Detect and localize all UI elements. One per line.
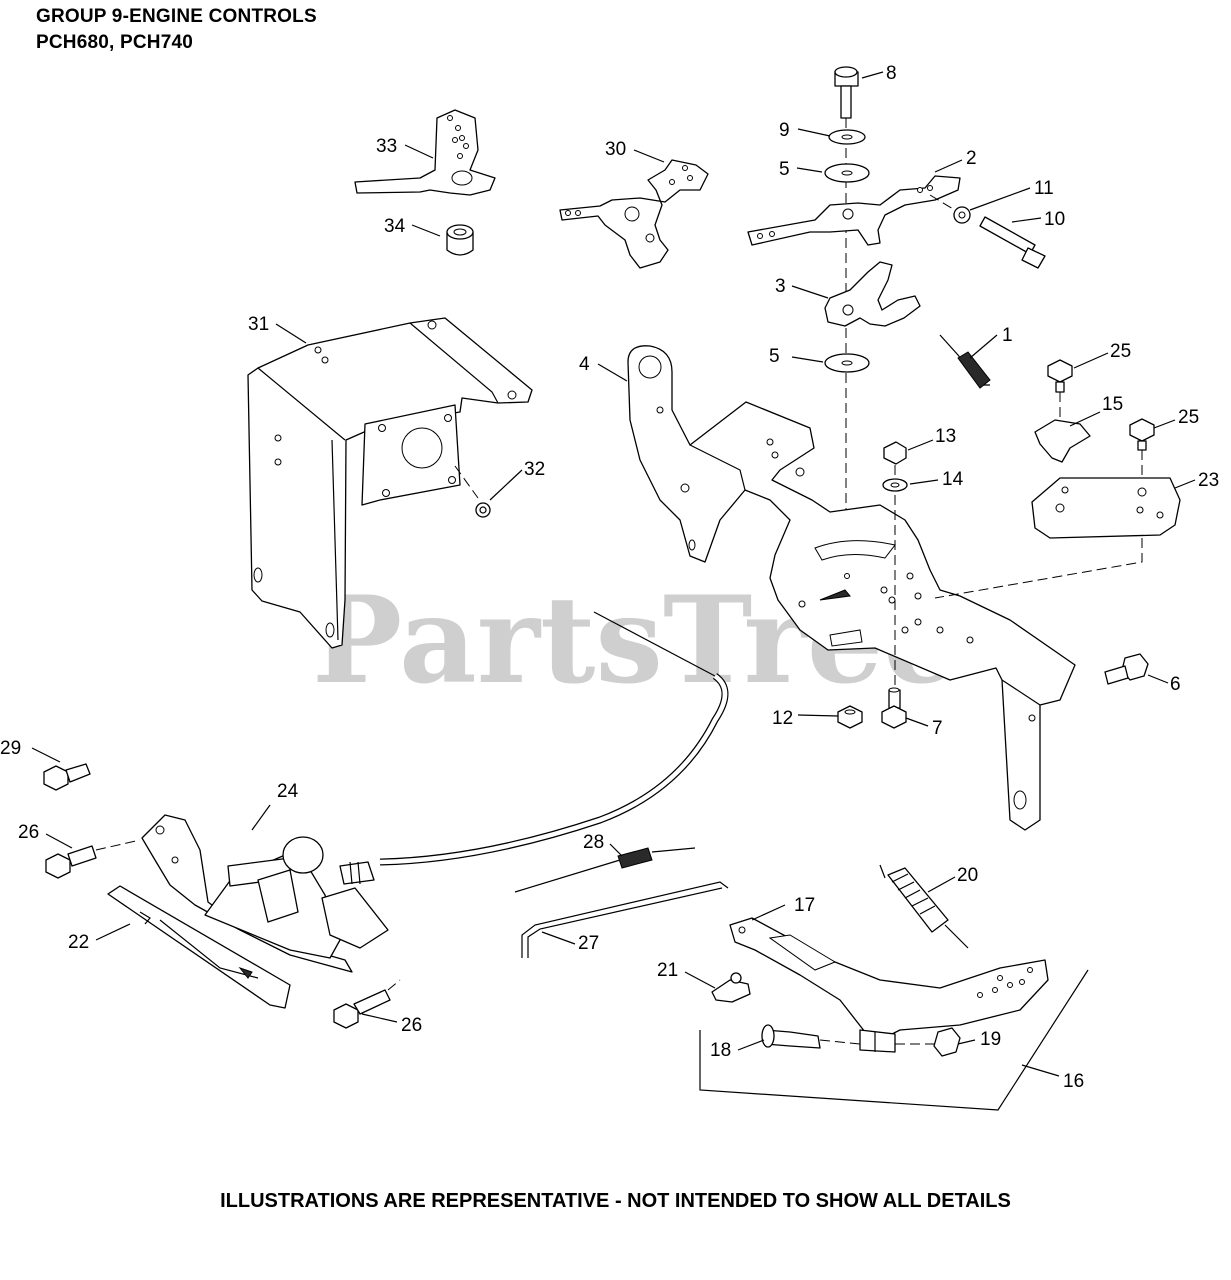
- part-25-bolt-a: [1047, 359, 1073, 393]
- part-25-bolt-b: [1129, 418, 1155, 451]
- callout-1: 1: [1002, 325, 1013, 346]
- callout-9: 9: [779, 120, 790, 141]
- callout-17: 17: [794, 895, 815, 916]
- callout-33: 33: [376, 136, 397, 157]
- part-1-spring: [939, 334, 991, 389]
- callout-4: 4: [579, 354, 590, 375]
- callout-7: 7: [932, 718, 943, 739]
- callout-23: 23: [1198, 470, 1219, 491]
- part-33-lever: [354, 109, 496, 196]
- callout-26-b: 26: [401, 1015, 422, 1036]
- model-numbers: PCH680, PCH740: [36, 32, 193, 53]
- callout-19: 19: [980, 1029, 1001, 1050]
- callout-22: 22: [68, 932, 89, 953]
- part-28-spring: [514, 847, 696, 893]
- callout-18: 18: [710, 1040, 731, 1061]
- callout-28: 28: [583, 832, 604, 853]
- callout-25-a: 25: [1110, 341, 1131, 362]
- part-21-clip: [711, 972, 751, 1003]
- part-24-throttle-control: [141, 814, 389, 973]
- part-30-lever: [559, 159, 709, 269]
- callout-14: 14: [942, 469, 964, 490]
- part-34-bushing: [446, 224, 474, 256]
- callout-11: 11: [1034, 178, 1054, 199]
- part-26-bolt-b: [333, 979, 401, 1029]
- callout-8: 8: [886, 63, 897, 84]
- part-22-plate: [107, 885, 291, 1009]
- part-11-nut: [953, 206, 971, 224]
- part-18-pin: [761, 1024, 821, 1049]
- part-8-bolt: [834, 66, 859, 119]
- part-19-nut: [933, 1027, 961, 1057]
- callout-5-top: 5: [779, 159, 790, 180]
- callout-labels: 33 34 30 8 9 5 2 11 10 3 1 5 31 4 32 25 …: [0, 63, 1219, 1092]
- callout-6: 6: [1170, 674, 1181, 695]
- part-17-lever: [729, 917, 1049, 1041]
- callout-29: 29: [0, 738, 21, 759]
- pivot-spacer: [859, 1029, 896, 1053]
- callout-12: 12: [772, 708, 793, 729]
- callout-2: 2: [966, 148, 977, 169]
- part-32-screw: [454, 465, 491, 518]
- part-15-clip: [1034, 419, 1091, 463]
- callout-25-b: 25: [1178, 407, 1199, 428]
- part-13-nut: [883, 441, 907, 465]
- part-6-bolt: [1104, 653, 1149, 685]
- part-4-plate: [627, 345, 1076, 831]
- callout-24: 24: [277, 781, 299, 802]
- part-2-lever: [747, 175, 961, 246]
- callout-5-lower: 5: [769, 346, 780, 367]
- callout-32: 32: [524, 459, 545, 480]
- callout-34: 34: [384, 216, 406, 237]
- part-16-assembly-bracket: [699, 969, 1089, 1111]
- callout-16: 16: [1063, 1071, 1084, 1092]
- part-31-bracket: [247, 317, 533, 649]
- callout-21: 21: [657, 960, 678, 981]
- part-27-rod: [521, 881, 729, 958]
- throttle-cable: [379, 611, 729, 866]
- callout-27: 27: [578, 933, 599, 954]
- part-3-lever: [824, 261, 921, 327]
- disclaimer-footer: ILLUSTRATIONS ARE REPRESENTATIVE - NOT I…: [220, 1190, 1011, 1212]
- callout-20: 20: [957, 865, 978, 886]
- callout-3: 3: [775, 276, 786, 297]
- callout-30: 30: [605, 139, 626, 160]
- part-12-nut: [837, 705, 863, 729]
- part-29-bolt: [43, 763, 91, 791]
- part-7-bolt: [881, 687, 907, 729]
- callout-15: 15: [1102, 394, 1123, 415]
- part-26-bolt-a: [45, 839, 141, 879]
- callout-10: 10: [1044, 209, 1065, 230]
- part-20-spring: [879, 864, 969, 949]
- part-10-bolt: [979, 216, 1046, 269]
- leader-lines: [31, 71, 1196, 1077]
- callout-31: 31: [248, 314, 269, 335]
- callout-13: 13: [935, 426, 956, 447]
- diagram-title: GROUP 9-ENGINE CONTROLS: [36, 6, 317, 27]
- part-23-plate: [1031, 477, 1181, 539]
- callout-26-a: 26: [18, 822, 39, 843]
